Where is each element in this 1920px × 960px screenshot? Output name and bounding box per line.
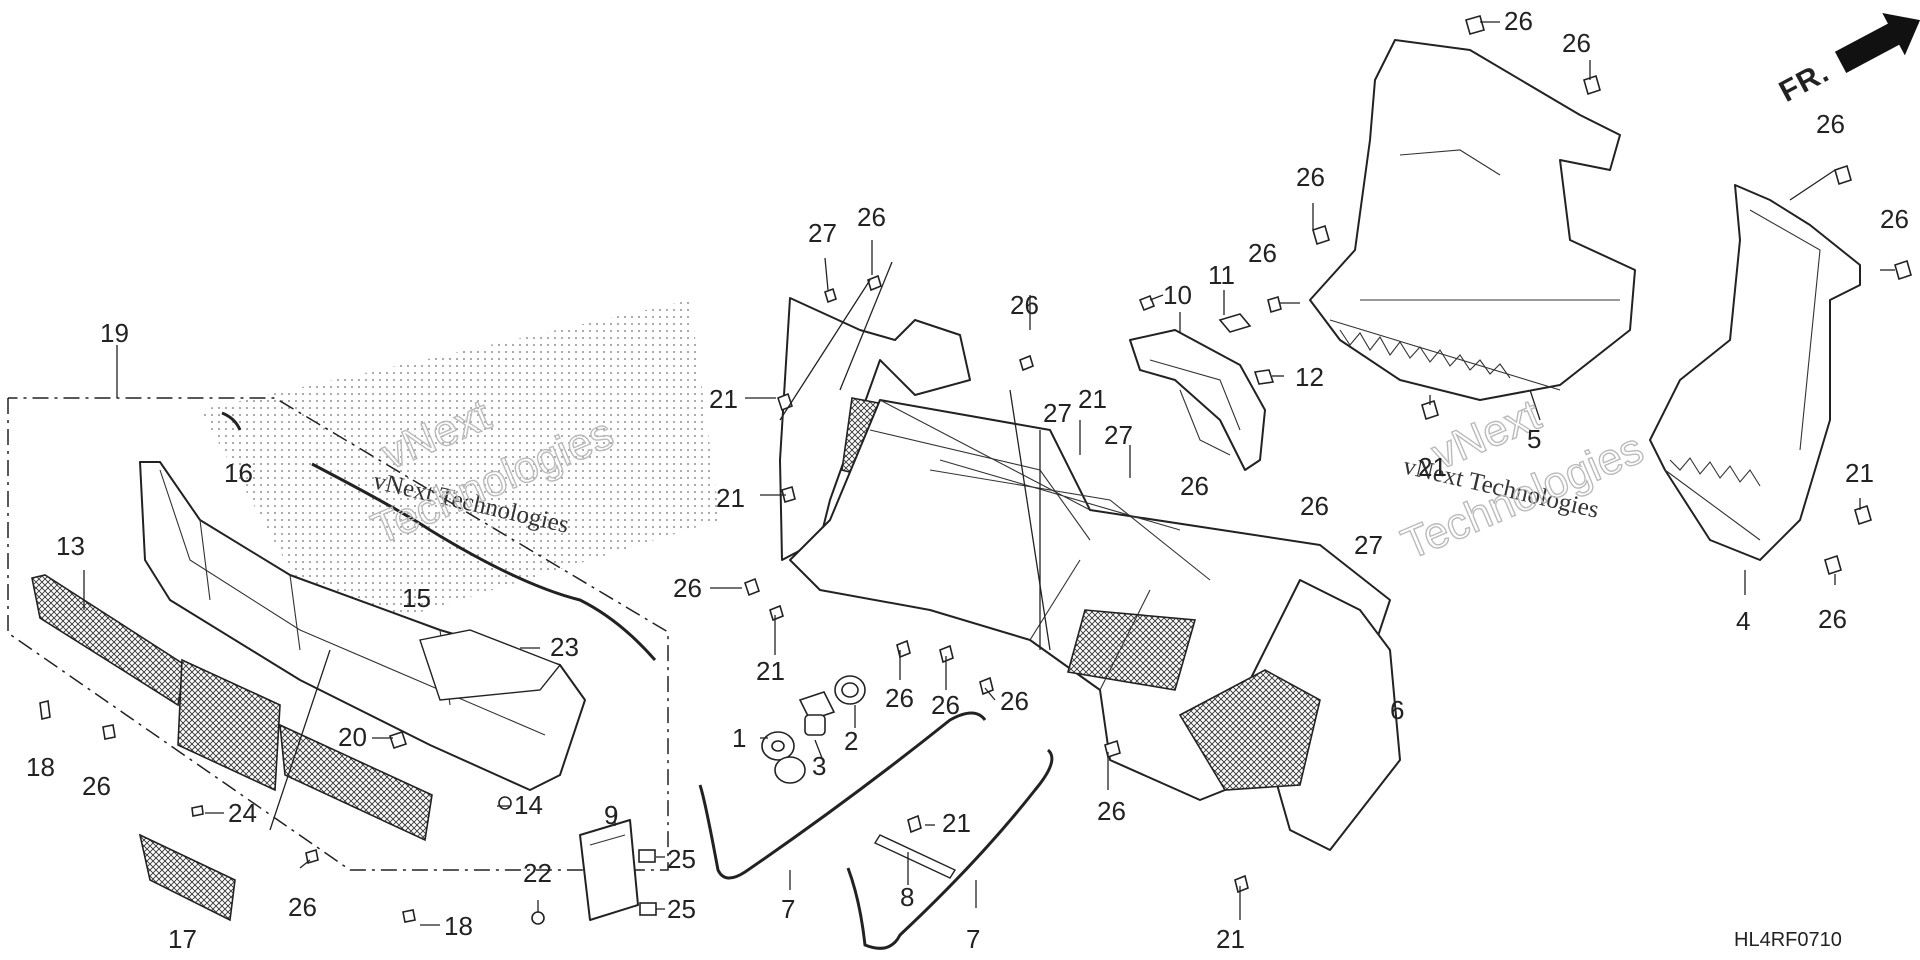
part-clip-11 (1218, 313, 1252, 333)
callout: 17 (168, 924, 197, 954)
rear-panel-assembly (710, 240, 1401, 920)
part-bracket-8 (873, 834, 957, 879)
rods-and-plate (531, 711, 1054, 950)
callout: 26 (1248, 238, 1277, 268)
callout: 26 (673, 573, 702, 603)
callout: 21 (709, 384, 738, 414)
callout: 21 (1845, 458, 1874, 488)
callout: 21 (1078, 384, 1107, 414)
diagram-code: HL4RF0710 (1734, 929, 1842, 951)
callout: 7 (966, 924, 980, 954)
callout: 13 (56, 531, 85, 561)
assembly-19-boundary (7, 397, 669, 871)
callout: 4 (1736, 606, 1750, 636)
callout: 26 (82, 771, 111, 801)
callout: 26 (1818, 604, 1847, 634)
callout: 12 (1295, 362, 1324, 392)
part-mesh-panel-13 (31, 574, 186, 707)
callout: 11 (1208, 260, 1235, 290)
callout: 26 (857, 202, 886, 232)
callout: 5 (1527, 424, 1541, 454)
callout: 3 (812, 751, 826, 781)
callout: 26 (1504, 6, 1533, 36)
part-rod-15 (311, 462, 657, 661)
callout-labels: 19 16 15 13 23 20 14 24 18 26 26 17 18 2… (26, 6, 1909, 954)
callout: 26 (288, 892, 317, 922)
callout: 27 (1104, 420, 1133, 450)
part-rear-panel-mesh-right (1178, 669, 1321, 791)
callout: 10 (1163, 280, 1192, 310)
callout: 26 (1180, 471, 1209, 501)
part-grille-frame (139, 461, 586, 791)
part-rod-7a (698, 711, 987, 880)
callout: 27 (808, 218, 837, 248)
front-direction-indicator: FR. (1774, 12, 1920, 109)
callout: 21 (716, 483, 745, 513)
callout: 2 (844, 726, 858, 756)
callout: 26 (1300, 491, 1329, 521)
callout: 6 (1390, 695, 1404, 725)
callout: 24 (228, 798, 257, 828)
callout: 25 (667, 894, 696, 924)
part-fender-5 (1309, 39, 1636, 401)
callout: 26 (1880, 204, 1909, 234)
callout: 16 (224, 458, 253, 488)
callout: 26 (885, 683, 914, 713)
callout: 9 (604, 800, 618, 830)
callout: 27 (1043, 398, 1072, 428)
part-plate-9 (579, 819, 639, 921)
front-indicator-label: FR. (1774, 56, 1835, 109)
part-side-panel-4 (1649, 184, 1861, 561)
callout: 25 (667, 844, 696, 874)
part-bracket-10 (1129, 329, 1266, 471)
callout: 8 (900, 882, 914, 912)
callout: 21 (1216, 924, 1245, 954)
part-net-17 (138, 833, 236, 922)
callout: 7 (781, 894, 795, 924)
part-rod-7b (846, 748, 1054, 950)
part-grille-bracket (419, 629, 562, 701)
callout: 18 (444, 911, 473, 941)
callout: 26 (1296, 162, 1325, 192)
part-mesh-panel-right (279, 723, 433, 842)
callout: 19 (100, 318, 129, 348)
callout: 26 (1562, 28, 1591, 58)
side-panel-4 (1649, 164, 1912, 595)
callout: 26 (1097, 796, 1126, 826)
part-mesh-panel-center (177, 658, 281, 792)
callout: 15 (402, 583, 431, 613)
callout: 21 (942, 808, 971, 838)
callout: 21 (756, 656, 785, 686)
front-arrow-icon (1834, 12, 1920, 73)
callout: 21 (1418, 452, 1447, 482)
part-spring-12 (1253, 369, 1275, 385)
callout: 18 (26, 752, 55, 782)
callout: 22 (523, 858, 552, 888)
callout: 14 (514, 790, 543, 820)
part-rear-panel-left-wall (779, 297, 971, 561)
part-rear-panel-mesh-center (1066, 609, 1197, 691)
bracket-10 (1129, 290, 1300, 471)
callout: 26 (1816, 109, 1845, 139)
hardware-1-2-3 (760, 675, 866, 784)
callout: 27 (1354, 530, 1383, 560)
fender-5 (1309, 15, 1636, 421)
callout: 26 (931, 690, 960, 720)
grille-assembly-19 (7, 345, 669, 926)
callout: 26 (1000, 686, 1029, 716)
callout: 26 (1010, 290, 1039, 320)
callout: 20 (338, 722, 367, 752)
callout: 23 (550, 632, 579, 662)
part-latch-3 (798, 691, 836, 721)
watermark-dot-band (200, 300, 720, 640)
callout: 1 (732, 723, 746, 753)
